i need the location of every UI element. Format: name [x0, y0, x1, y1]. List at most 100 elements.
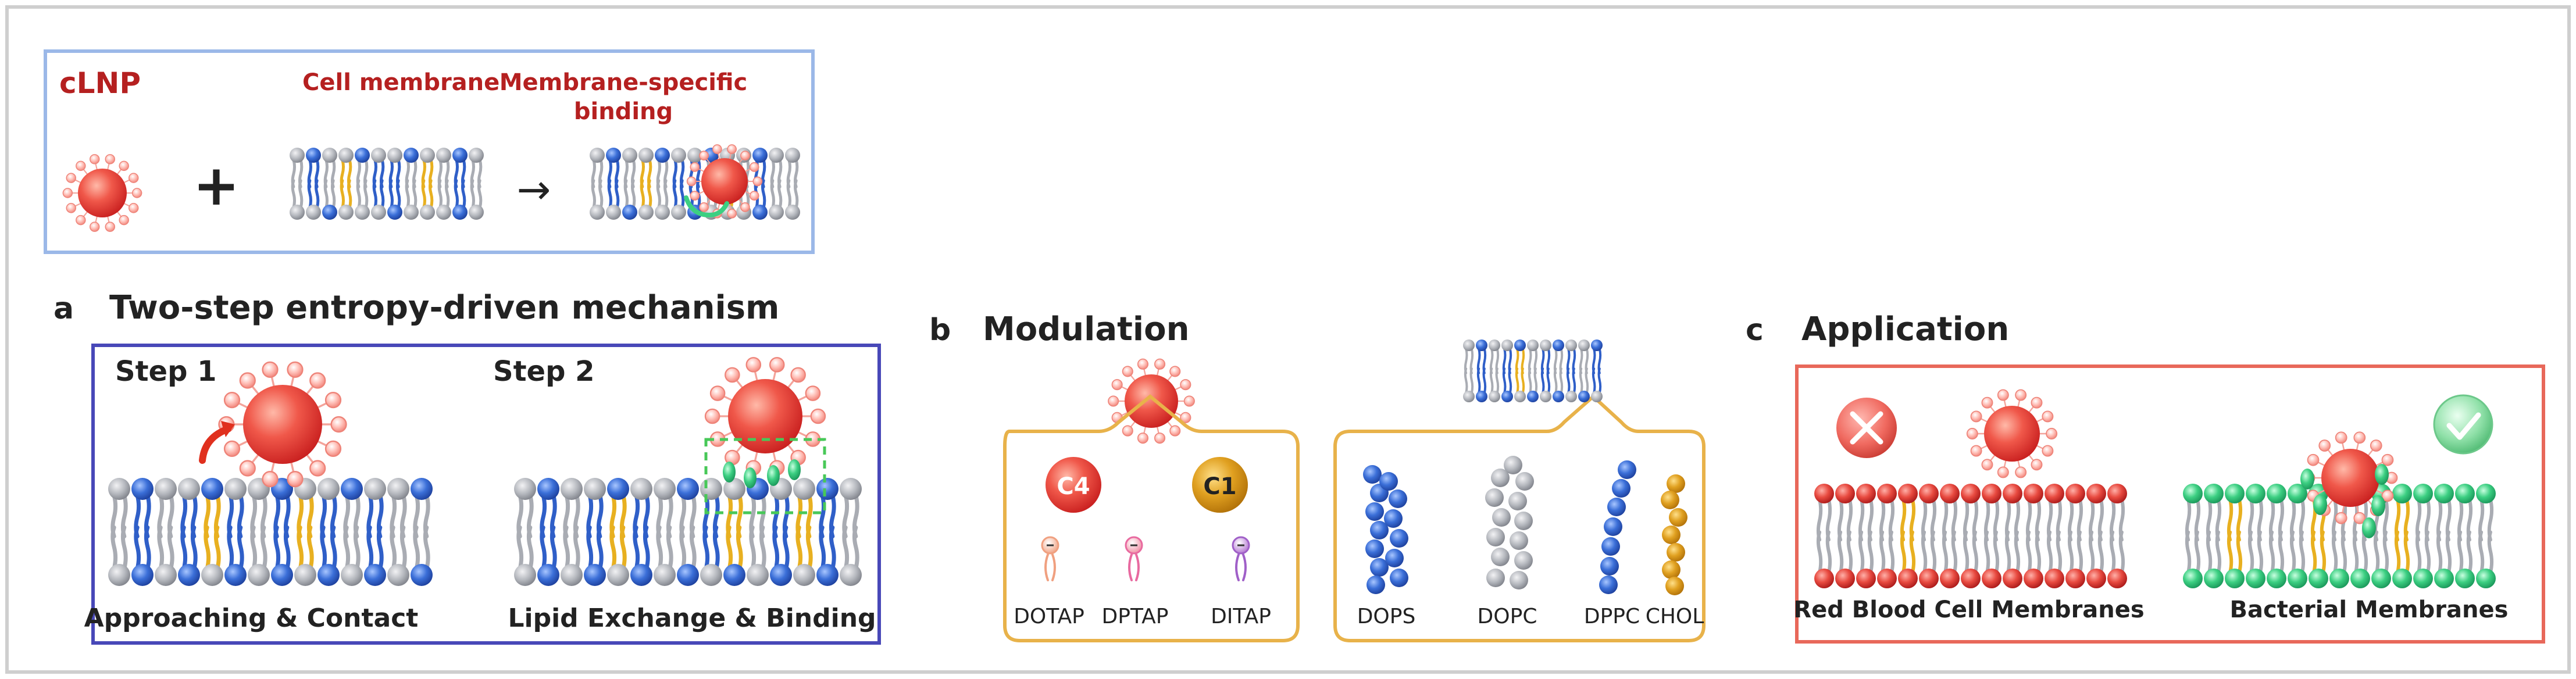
panel-a-title: Two-step entropy-driven mechanism [109, 289, 779, 327]
lipid-tail [712, 493, 720, 571]
lnp-surface-lipid [805, 385, 821, 401]
lipid-tail [782, 493, 790, 571]
approach-arrowhead-icon [221, 421, 235, 437]
panel-c-title: Application [1801, 310, 2009, 348]
lipid-head [607, 564, 629, 586]
lipid-tail [591, 158, 597, 209]
lipid-tail [283, 493, 291, 571]
lipid-head [2065, 569, 2085, 588]
lipid-head [2086, 484, 2106, 503]
green-lipid [767, 465, 780, 486]
lnp-surface-lipid [2335, 431, 2347, 444]
lipid-bead [1365, 502, 1384, 521]
lnp-surface-lipid [2042, 445, 2054, 457]
lipid-head [723, 478, 745, 500]
lipid-tail [413, 493, 420, 571]
exchange-highlight-box [704, 438, 826, 514]
lipid-tail [1942, 498, 1949, 574]
clnp-label: cLNP [59, 66, 141, 100]
lipid-tail [1921, 498, 1928, 574]
lnp-surface-lipid [2381, 453, 2394, 466]
lipid-bead [1599, 576, 1618, 594]
lnp-surface-lipid [62, 188, 73, 198]
lnp-surface-lipid [89, 221, 100, 232]
lipid-head [2267, 569, 2286, 588]
lipid-bead [1514, 551, 1533, 570]
lipid-tail [1528, 348, 1532, 394]
lipid-tail [623, 158, 629, 209]
lnp-step1-icon [218, 361, 347, 488]
mini-membrane-icon [1463, 340, 1603, 402]
lipid-tail [1867, 498, 1874, 574]
outer-frame [5, 5, 2571, 674]
lipid-bead [1600, 557, 1619, 576]
lipid-tail [672, 158, 678, 209]
lipid-tail [759, 493, 766, 571]
lipid-tail [388, 158, 394, 209]
lnp-surface-lipid [1137, 433, 1149, 444]
lipid-head [1856, 484, 1876, 503]
lnp-surface-lipid [709, 385, 726, 401]
lipid-bead [1665, 577, 1684, 595]
lipid-head [1877, 484, 1897, 503]
lipid-tail [1837, 498, 1844, 574]
lipid-bead [1390, 529, 1408, 548]
lipid-bead [1370, 521, 1389, 539]
lnp-surface-lipid [119, 160, 129, 171]
lnp-surface-lipid [1180, 412, 1191, 423]
lipid-head [1514, 391, 1526, 402]
lipid-tail [647, 158, 652, 209]
lipid-bead [1385, 549, 1404, 567]
lnp-surface-lipid [1122, 425, 1133, 437]
lipid-tail [772, 493, 780, 571]
lipid-head [606, 148, 621, 163]
lipid-tail [423, 493, 430, 571]
lipid-head [2413, 569, 2433, 588]
lipid-head [2455, 484, 2475, 503]
lnp-surface-lipid [2031, 396, 2043, 409]
lipid-head [1565, 340, 1577, 351]
lipid-head [131, 564, 154, 586]
lipid-bead [1661, 491, 1679, 509]
green-lipid [2313, 494, 2327, 515]
lipid-head [469, 205, 484, 220]
lnp-surface-lipid [810, 408, 826, 424]
lipid-bead [1618, 460, 1636, 479]
lipid-head [355, 148, 370, 163]
lipid-tail [363, 158, 369, 209]
lipid-tail [454, 158, 459, 209]
lipid-tail [619, 493, 627, 571]
lipid-bead [1607, 498, 1626, 516]
lipid-tail [1963, 498, 1970, 574]
green-lipid-tail [684, 195, 729, 218]
lipid-head [590, 205, 605, 220]
lnp-core [1125, 374, 1178, 428]
lipid-head [420, 148, 435, 163]
lipid-dops-label: DOPS [1357, 605, 1416, 628]
lnp-surface-lipid [330, 416, 347, 433]
lipid-head [290, 148, 305, 163]
lipid-head [436, 148, 451, 163]
lipid-tail [573, 493, 580, 571]
lipid-tail [643, 493, 650, 571]
lnp-surface-lipid [690, 191, 700, 201]
lnp-surface-lipid [2307, 453, 2320, 466]
lipid-tail [805, 493, 813, 571]
lipid-tail [144, 493, 151, 571]
arrow-icon: → [517, 166, 551, 213]
lipid-head [290, 205, 305, 220]
lipid-tail [343, 493, 351, 571]
lipid-tail [213, 493, 221, 571]
cationic-lipid-box [1003, 394, 1300, 642]
lipid-tail [2436, 498, 2443, 574]
lipid-head [341, 564, 363, 586]
lipid-tail [1858, 498, 1865, 574]
lipid-head [2225, 484, 2245, 503]
lipid-tail [2206, 498, 2213, 574]
lipid-tail [379, 158, 385, 209]
lipid-tail [1515, 348, 1519, 394]
lipid-tail [340, 158, 345, 209]
lipid-tail [586, 493, 594, 571]
lipid-head [1877, 569, 1897, 588]
lipid-tail [2403, 498, 2410, 574]
